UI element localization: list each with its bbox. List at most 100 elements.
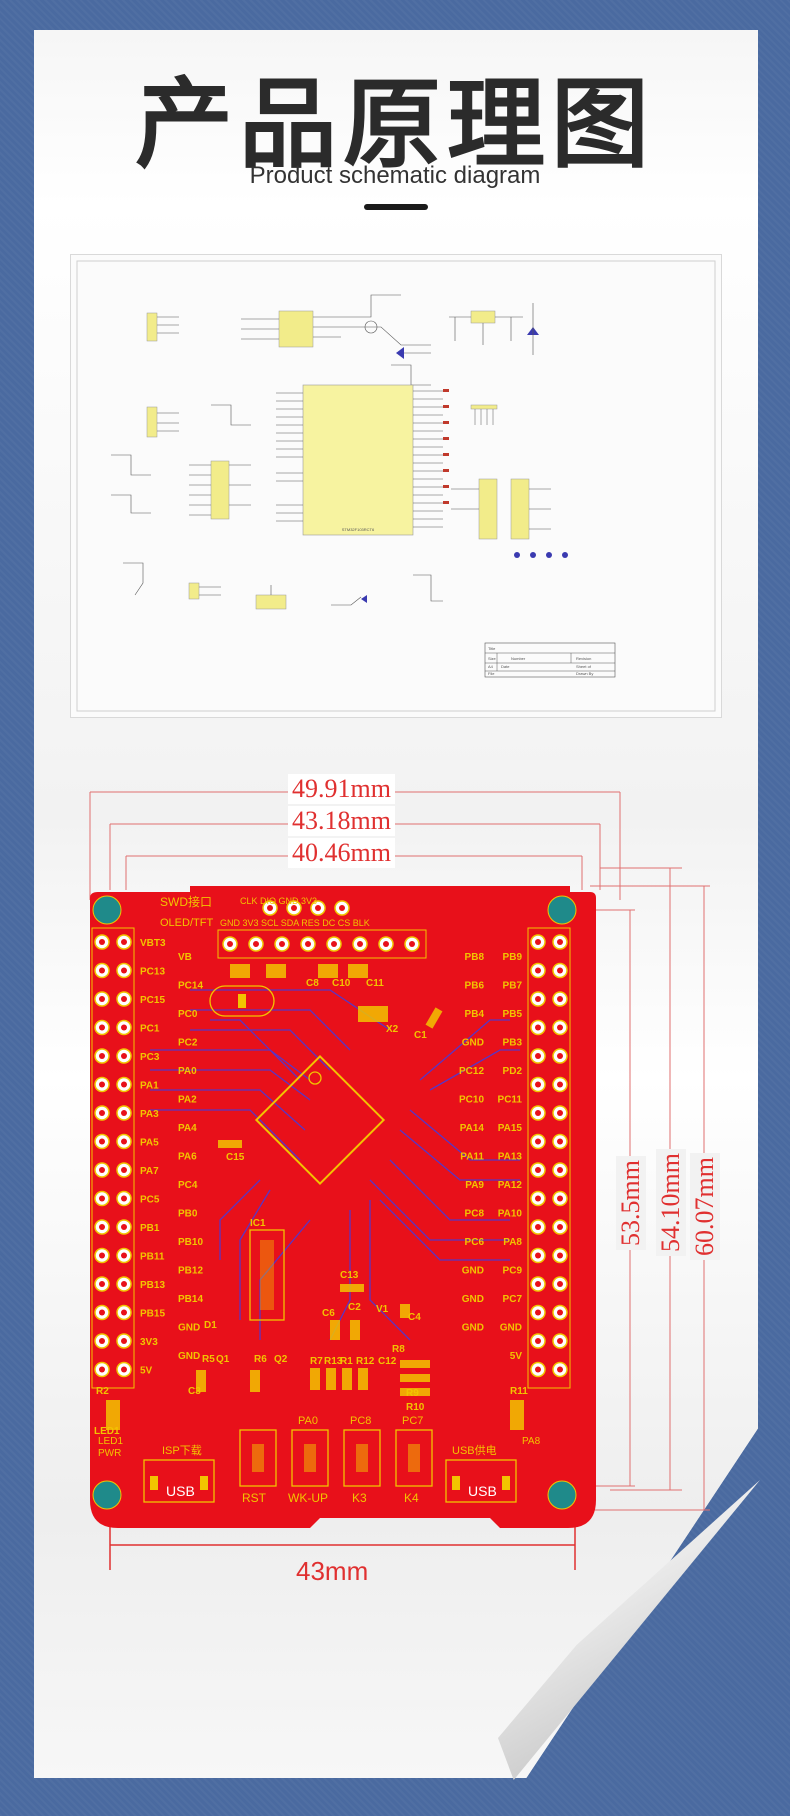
button-k3 [343,1429,381,1487]
right-pin-hole [535,1195,541,1202]
right-col2-label: GND [462,1266,484,1277]
right-pin-hole [557,1224,563,1230]
voltage-regulator [449,303,539,355]
dim-right-1: 53.5mm [616,1156,646,1250]
left-pin-hole [99,1081,105,1088]
title-underline [364,204,428,210]
right-col-label: PA12 [498,1180,523,1191]
left-col2-label: PA4 [178,1123,197,1134]
pcb-dimension-figure: SWD接口 OLED/TFT GND 3V3 SCL SDA RES DC CS… [70,774,720,1600]
left-circuits [111,404,251,596]
component-r7: R7 [310,1356,323,1367]
top-header-pins [222,936,420,952]
component-d1: D1 [204,1320,217,1331]
right-pin-hole [557,1252,563,1259]
top-header-pin-hole [305,941,311,947]
led1-label: LED1 [98,1436,123,1447]
smd-pads [106,964,524,1430]
right-col2-label: GND [462,1038,484,1049]
crystal-x1 [209,985,275,1017]
component-q2: Q2 [274,1354,288,1365]
right-col2-label: PB6 [465,981,485,992]
component-v1: V1 [376,1304,389,1315]
component-c1: C1 [414,1030,427,1041]
top-header-pin-hole [279,941,285,947]
right-pin-hole [557,1195,563,1202]
left-pin-hole [99,1110,105,1116]
component-c8: C8 [306,978,319,989]
left-pin-hole [121,1081,127,1088]
title-block: Title Size Number Revision A4 Date Sheet… [484,642,616,678]
component-c12: C12 [378,1356,397,1367]
page-title: 产品原理图 [134,68,655,182]
right-column-labels: PB9PB7PB5PB3PD2PC11PA15PA13PA12PA10PA8PC… [459,952,522,1362]
left-pin-hole [121,996,127,1002]
usb-port-right [445,1459,517,1503]
ic1-footprint [249,1229,285,1321]
left-pin-hole [99,1366,105,1373]
right-pin-hole [535,996,541,1002]
left-pin-hole [121,1167,127,1173]
right-header-pins [530,934,568,1378]
pcb-drawing: SWD接口 OLED/TFT GND 3V3 SCL SDA RES DC CS… [89,791,710,1570]
right-pin-hole [557,1110,563,1116]
component-c6: C6 [322,1308,335,1319]
left-pin-hole [121,1366,127,1373]
right-pin-hole [535,1309,541,1316]
left-pin-hole [99,996,105,1002]
usb-uart-chip [241,294,431,386]
right-col2-label: PA11 [460,1152,484,1163]
swd-pin-row: CLK DIO GND 3V3 [240,896,317,906]
component-r6: R6 [254,1354,267,1365]
right-pin-hole [535,1338,541,1344]
usb-right-label: USB [468,1483,497,1499]
top-header-pin-hole [383,941,389,947]
left-col-label: PA3 [140,1109,159,1120]
component-r8: R8 [392,1344,405,1355]
btn-label-pc7: PC7 [402,1415,423,1427]
left-column-labels: VBT3PC13PC15PC1PC3PA1PA3PA5PA7PC5PB1PB11… [140,938,203,1377]
left-pin-hole [121,939,127,945]
left-pin-hole [121,1338,127,1344]
oled-header-row: GND 3V3 SCL SDA RES DC CS BLK [220,918,370,928]
component-c11: C11 [366,978,384,989]
right-pin-hole [535,1252,541,1259]
pcb-board: SWD接口 OLED/TFT GND 3V3 SCL SDA RES DC CS… [90,886,596,1528]
right-pin-hole [557,996,563,1002]
board-traces [150,989,520,1341]
component-c4: C4 [408,1312,421,1323]
left-col-label: PC15 [140,995,165,1006]
connector-j1 [146,312,179,342]
title-block-revision: Revision [576,656,591,661]
right-pin-hole [535,1110,541,1116]
title-block-number: Number [511,656,526,661]
left-pin-hole [99,1224,105,1230]
right-col-label: PA13 [498,1152,523,1163]
left-pin-hole [99,1167,105,1173]
pa8-label: PA8 [522,1436,541,1447]
right-pin-hole [535,1167,541,1173]
swd-pin-hole [291,905,297,911]
right-pin-hole [557,1053,563,1059]
top-header-pin-hole [253,941,259,947]
left-col-label: PB1 [140,1223,160,1234]
left-pin-hole [99,1338,105,1344]
component-r10: R10 [406,1402,425,1413]
dim-bottom: 43mm [296,1556,369,1586]
swd-pin-hole [315,905,321,911]
left-pin-hole [99,1024,105,1031]
left-pin-hole [121,1252,127,1259]
left-header-block [189,460,251,520]
right-col2-label: PC8 [465,1209,485,1220]
connector-j2 [146,406,179,438]
top-header-pin-hole [357,941,363,947]
right-pin-hole [535,1024,541,1031]
left-col-label: PB15 [140,1309,165,1320]
usb-left-label: USB [166,1483,195,1499]
right-col2-label: PC12 [459,1066,484,1077]
dim-top-3: 40.46mm [288,838,395,868]
swd-pin-hole [267,905,273,911]
key-label-wk-up: WK-UP [288,1491,328,1505]
left-col-label: PB11 [140,1252,165,1263]
